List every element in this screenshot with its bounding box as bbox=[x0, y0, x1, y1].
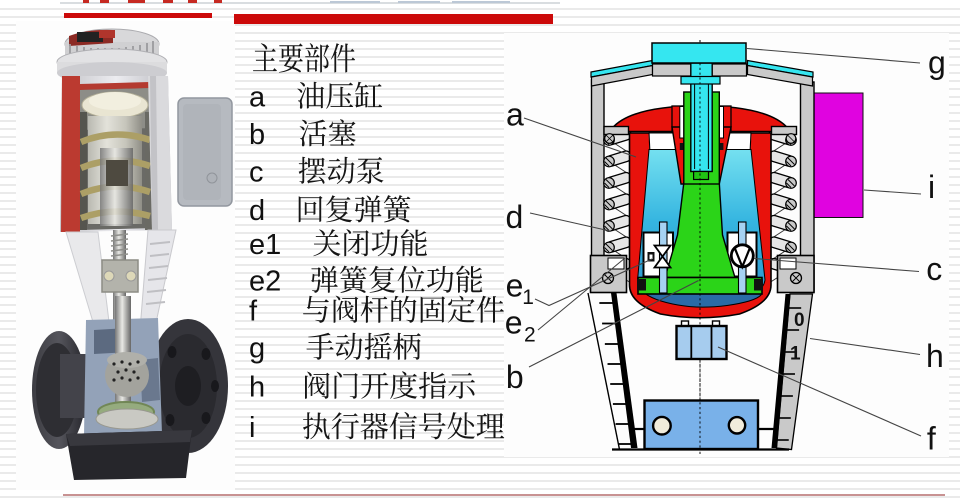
svg-text:i: i bbox=[249, 412, 255, 444]
svg-text:e: e bbox=[505, 305, 523, 341]
svg-text:g: g bbox=[928, 45, 946, 81]
svg-text:a: a bbox=[249, 82, 266, 114]
svg-text:e: e bbox=[506, 268, 524, 304]
svg-text:0: 0 bbox=[794, 310, 805, 331]
svg-text:f: f bbox=[927, 421, 936, 457]
svg-text:2: 2 bbox=[524, 324, 536, 347]
svg-text:c: c bbox=[926, 251, 942, 287]
svg-text:b: b bbox=[249, 119, 265, 151]
svg-text:a: a bbox=[506, 97, 524, 133]
svg-text:h: h bbox=[249, 372, 265, 404]
svg-text:d: d bbox=[506, 199, 524, 235]
svg-text:b: b bbox=[506, 359, 524, 395]
svg-text:d: d bbox=[249, 195, 265, 227]
svg-text:e1: e1 bbox=[249, 229, 281, 261]
svg-text:e2: e2 bbox=[249, 266, 281, 298]
svg-text:c: c bbox=[249, 157, 264, 189]
svg-text:f: f bbox=[249, 296, 258, 328]
svg-text:h: h bbox=[926, 338, 944, 374]
svg-text:g: g bbox=[249, 333, 265, 365]
svg-text:1: 1 bbox=[522, 286, 534, 309]
svg-text:1: 1 bbox=[790, 344, 801, 365]
svg-text:i: i bbox=[928, 169, 935, 205]
